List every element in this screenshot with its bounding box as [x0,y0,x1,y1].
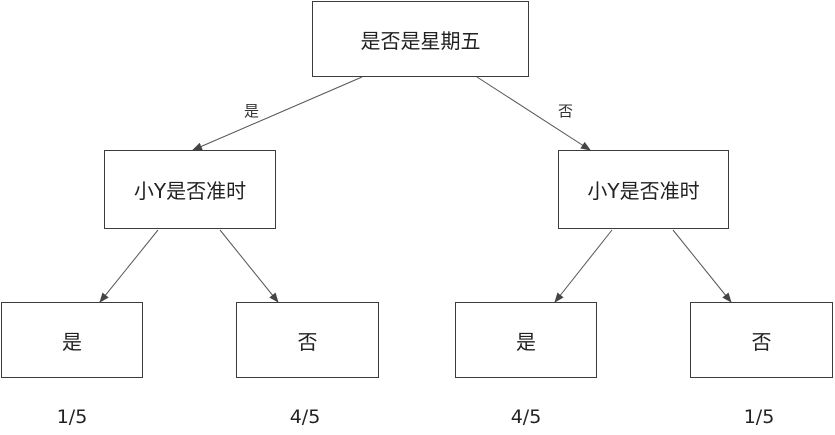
leaf-label-2: 否 [297,329,318,354]
leaf-node-3: 是 [455,302,597,378]
edge-right-to-leaf4 [672,229,732,303]
root-node: 是否是星期五 [312,1,529,77]
left-branch-node: 小Y是否准时 [104,150,276,229]
edge-right-to-leaf3 [554,229,613,303]
leaf-node-4: 否 [690,302,833,378]
edge-label-yes: 是 [244,102,260,120]
right-branch-label: 小Y是否准时 [587,179,700,203]
leaf-value-2: 4/5 [289,406,321,428]
leaf-label-4: 否 [751,329,772,354]
edge-root-to-left [192,76,363,151]
leaf-label-1: 是 [62,329,82,354]
leaf-value-4: 1/5 [743,406,775,428]
edge-label-no: 否 [558,102,574,120]
left-branch-label: 小Y是否准时 [133,179,247,203]
root-node-label: 是否是星期五 [360,28,481,53]
leaf-node-1: 是 [1,302,143,378]
right-branch-node: 小Y是否准时 [558,150,729,229]
edge-left-to-leaf1 [99,229,159,303]
leaf-value-3: 4/5 [510,406,542,428]
leaf-node-2: 否 [236,302,379,378]
edge-root-to-right [476,76,591,151]
edge-left-to-leaf2 [219,229,279,303]
leaf-label-3: 是 [516,329,536,354]
leaf-value-1: 1/5 [56,406,88,428]
